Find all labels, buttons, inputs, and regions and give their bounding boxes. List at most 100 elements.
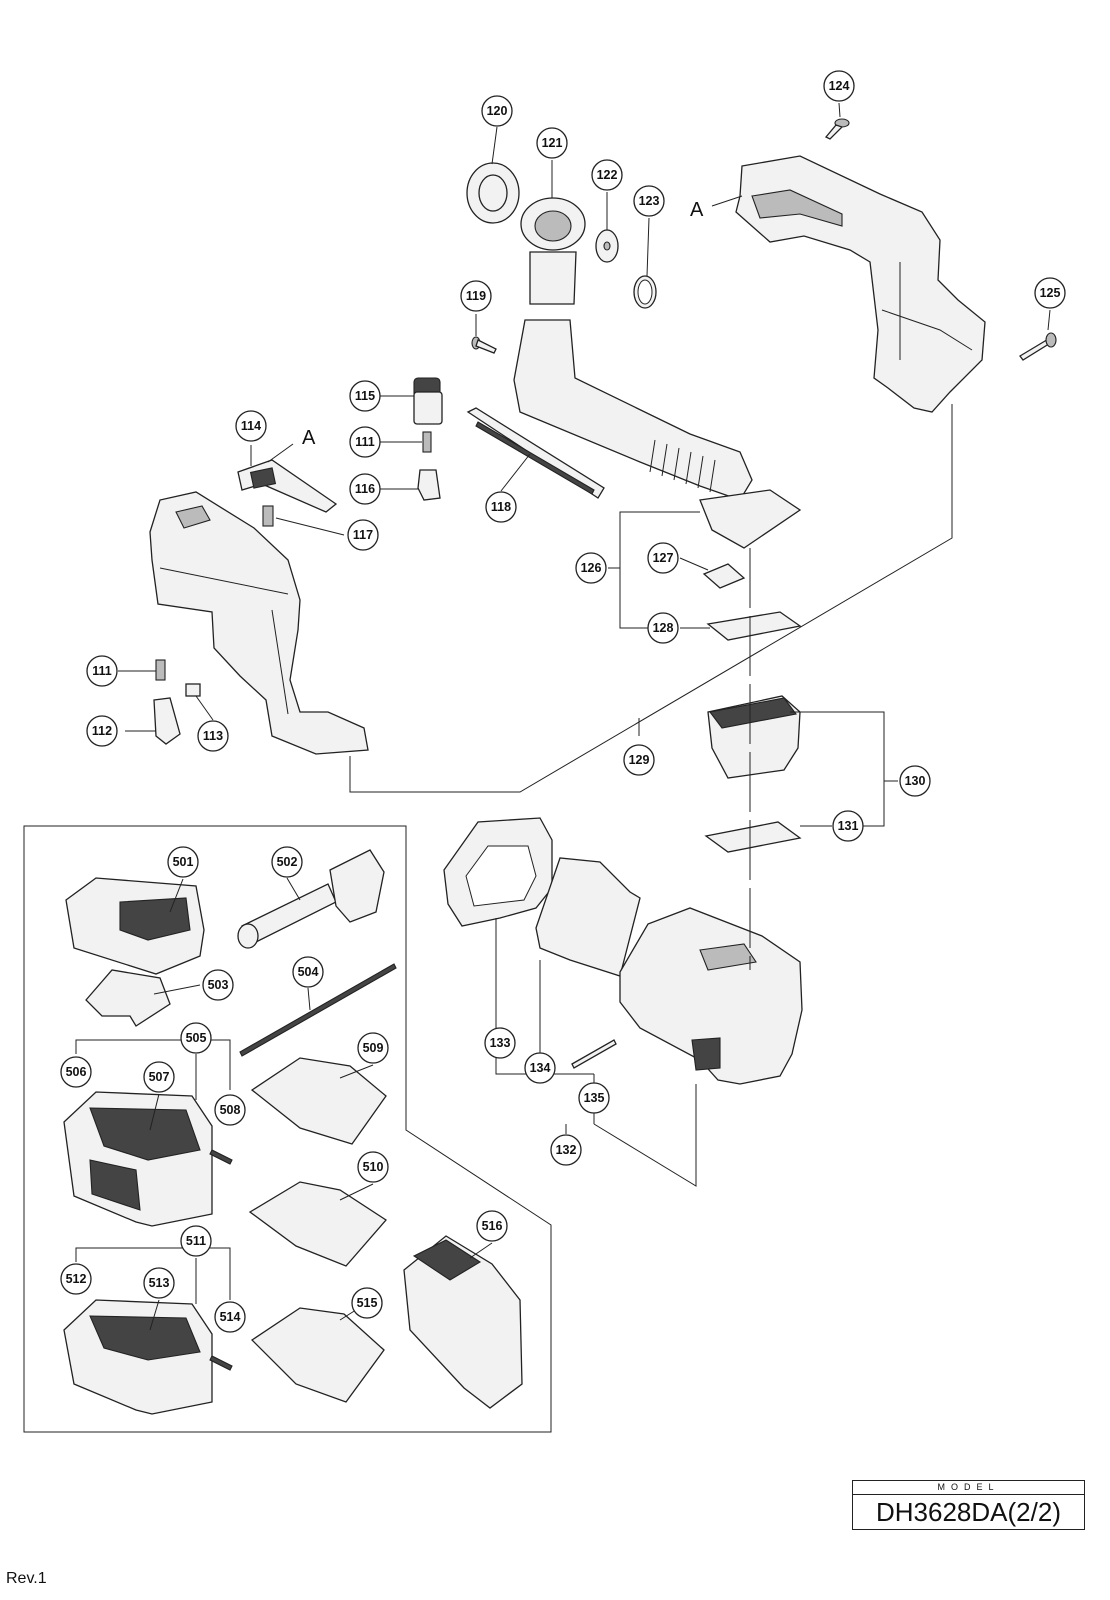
svg-text:132: 132 xyxy=(556,1143,577,1157)
callout-509: 509 xyxy=(357,1032,389,1064)
svg-text:514: 514 xyxy=(220,1310,241,1324)
part-upper-housing xyxy=(735,155,986,413)
part-510-insert xyxy=(248,1181,387,1267)
svg-text:113: 113 xyxy=(203,729,223,743)
part-119-screw xyxy=(471,336,497,354)
svg-text:131: 131 xyxy=(838,819,859,833)
part-502-handle xyxy=(237,849,385,949)
svg-text:133: 133 xyxy=(490,1036,511,1050)
callout-127: 127 xyxy=(647,542,679,574)
part-509-insert xyxy=(250,1057,387,1145)
svg-text:505: 505 xyxy=(186,1031,207,1045)
svg-text:114: 114 xyxy=(241,419,261,433)
svg-text:123: 123 xyxy=(639,194,660,208)
callout-513: 513 xyxy=(143,1267,175,1299)
svg-text:509: 509 xyxy=(363,1041,384,1055)
callout-514: 514 xyxy=(214,1301,246,1333)
callout-511: 511 xyxy=(180,1225,212,1257)
part-112-knob xyxy=(153,697,181,745)
svg-text:510: 510 xyxy=(363,1160,384,1174)
part-117-spring xyxy=(262,505,274,527)
svg-text:511: 511 xyxy=(186,1234,206,1248)
callout-131: 131 xyxy=(832,810,864,842)
svg-text:127: 127 xyxy=(653,551,674,565)
part-134-gasket xyxy=(535,857,641,977)
callout-128: 128 xyxy=(647,612,679,644)
svg-text:515: 515 xyxy=(357,1296,378,1310)
svg-text:129: 129 xyxy=(629,753,650,767)
part-118-rail xyxy=(466,407,605,499)
callout-135: 135 xyxy=(578,1082,610,1114)
callout-510: 510 xyxy=(357,1151,389,1183)
callout-512: 512 xyxy=(60,1263,92,1295)
svg-text:130: 130 xyxy=(905,774,926,788)
callout-505: 505 xyxy=(180,1022,212,1054)
svg-text:125: 125 xyxy=(1040,286,1061,300)
part-123-ring xyxy=(633,275,657,309)
part-dust-box xyxy=(619,907,803,1085)
model-title-block: MODEL DH3628DA(2/2) xyxy=(852,1480,1085,1530)
svg-text:503: 503 xyxy=(208,978,229,992)
leader-lines xyxy=(75,102,1051,1331)
svg-text:121: 121 xyxy=(542,136,563,150)
svg-text:512: 512 xyxy=(66,1272,87,1286)
svg-text:506: 506 xyxy=(66,1065,87,1079)
svg-text:126: 126 xyxy=(581,561,602,575)
svg-text:504: 504 xyxy=(298,965,319,979)
callout-515: 515 xyxy=(351,1287,383,1319)
part-113-block xyxy=(185,683,201,697)
part-124-screw xyxy=(824,118,850,140)
callout-125: 125 xyxy=(1034,277,1066,309)
callout-114: 114 xyxy=(235,410,267,442)
svg-text:116: 116 xyxy=(355,482,375,496)
part-503-holder xyxy=(85,969,171,1027)
callout-118: 118 xyxy=(485,491,517,523)
svg-text:122: 122 xyxy=(597,168,618,182)
part-133-frame xyxy=(443,817,553,927)
ref-label-a-right: A xyxy=(690,199,704,221)
svg-text:111: 111 xyxy=(92,664,112,678)
callout-115: 115 xyxy=(349,380,381,412)
part-122-washer xyxy=(595,229,619,263)
svg-text:501: 501 xyxy=(173,855,194,869)
part-111-spring xyxy=(422,431,432,453)
svg-text:111: 111 xyxy=(355,435,375,449)
part-511-case xyxy=(63,1299,213,1415)
part-505-case xyxy=(63,1091,213,1227)
callout-117: 117 xyxy=(347,519,379,551)
svg-text:128: 128 xyxy=(653,621,674,635)
part-127-seal xyxy=(702,563,746,589)
svg-text:502: 502 xyxy=(277,855,298,869)
part-504-rod xyxy=(239,963,397,1057)
svg-text:118: 118 xyxy=(491,500,511,514)
callout-516: 516 xyxy=(476,1210,508,1242)
callout-113: 113 xyxy=(197,720,229,752)
part-514-pin xyxy=(209,1355,233,1371)
model-name: DH3628DA(2/2) xyxy=(876,1497,1061,1527)
svg-text:120: 120 xyxy=(487,104,508,118)
svg-text:508: 508 xyxy=(220,1103,241,1117)
part-125-screw xyxy=(1019,332,1057,361)
part-rail-tube xyxy=(513,319,802,549)
callout-122: 122 xyxy=(591,159,623,191)
callout-123: 123 xyxy=(633,185,665,217)
callout-119: 119 xyxy=(460,280,492,312)
callout-504: 504 xyxy=(292,956,324,988)
part-128-gasket xyxy=(706,611,802,641)
svg-text:117: 117 xyxy=(353,528,373,542)
svg-text:513: 513 xyxy=(149,1276,170,1290)
callout-506: 506 xyxy=(60,1056,92,1088)
part-111-spring-lower xyxy=(155,659,166,681)
part-121-holder xyxy=(520,197,586,305)
svg-text:112: 112 xyxy=(92,724,112,738)
part-115-button xyxy=(413,377,443,425)
part-130-filter xyxy=(707,695,801,779)
callout-508: 508 xyxy=(214,1094,246,1126)
model-caption: MODEL xyxy=(853,1481,1084,1495)
callout-501: 501 xyxy=(167,846,199,878)
svg-text:134: 134 xyxy=(530,1061,551,1075)
part-116-latch xyxy=(417,469,441,501)
callout-111-lower: 111 xyxy=(86,655,118,687)
callout-133: 133 xyxy=(484,1027,516,1059)
